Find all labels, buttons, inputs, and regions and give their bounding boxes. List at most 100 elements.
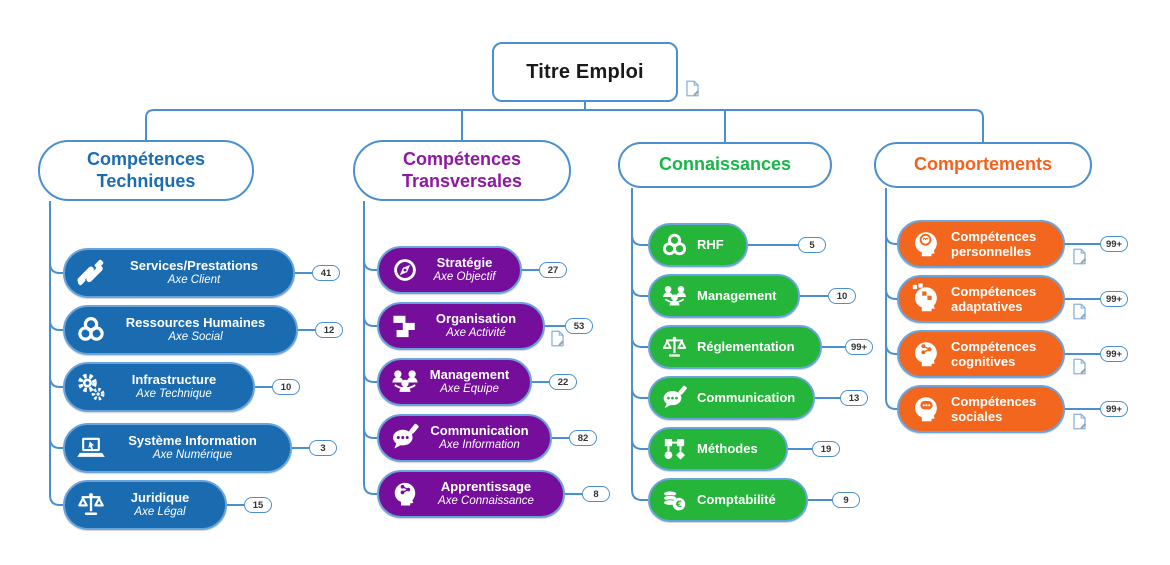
branch-competences-transversales[interactable]: Compétences Transversales <box>353 140 571 201</box>
count-badge-communication-transversale[interactable]: 82 <box>569 430 597 446</box>
branch-label: Compétences Techniques <box>86 149 206 191</box>
count-badge-juridique[interactable]: 15 <box>244 497 272 513</box>
node-title: Ressources Humaines <box>125 315 266 331</box>
head-share-icon <box>389 478 421 510</box>
node-title: Compétences adaptatives <box>951 283 1037 314</box>
node-text: Réglementation <box>689 339 808 354</box>
node-text: Ressources Humaines Axe Social <box>107 315 284 344</box>
node-text: Services/Prestations Axe Client <box>107 258 281 287</box>
node-title: Stratégie <box>436 255 493 271</box>
node-text: Management Axe Equipe <box>421 367 518 396</box>
branch-connaissances[interactable]: Connaissances <box>618 142 832 188</box>
count-badge-apprentissage[interactable]: 8 <box>582 486 610 502</box>
node-subtitle: Axe Technique <box>136 387 212 400</box>
node-juridique[interactable]: Juridique Axe Légal <box>63 480 227 530</box>
note-icon-competences-adaptatives[interactable] <box>1071 303 1088 320</box>
node-title: Réglementation <box>697 339 795 355</box>
count-badge-ressources-humaines[interactable]: 12 <box>315 322 343 338</box>
count-badge-competences-cognitives[interactable]: 99+ <box>1100 346 1128 362</box>
node-text: Compétences adaptatives <box>943 284 1051 315</box>
node-text: Juridique Axe Légal <box>107 490 213 519</box>
node-reglementation[interactable]: Réglementation <box>648 325 822 369</box>
count-badge-organisation[interactable]: 53 <box>565 318 593 334</box>
count-badge-competences-sociales[interactable]: 99+ <box>1100 401 1128 417</box>
count-badge-reglementation[interactable]: 99+ <box>845 339 873 355</box>
scales-icon <box>660 333 689 362</box>
node-infrastructure[interactable]: Infrastructure Axe Technique <box>63 362 255 412</box>
count-badge-methodes[interactable]: 19 <box>812 441 840 457</box>
node-organisation[interactable]: Organisation Axe Activité <box>377 302 545 350</box>
node-title: Juridique <box>130 490 190 506</box>
node-competences-sociales[interactable]: Compétences sociales <box>897 385 1065 433</box>
node-title: Compétences personnelles <box>951 228 1037 259</box>
node-subtitle: Axe Equipe <box>440 382 499 395</box>
node-text: Système Information Axe Numérique <box>107 433 278 462</box>
count-badge-strategie[interactable]: 27 <box>539 262 567 278</box>
node-management-transversal[interactable]: Management Axe Equipe <box>377 358 532 406</box>
count-badge-comptabilite[interactable]: 9 <box>832 492 860 508</box>
count-badge-rhf[interactable]: 5 <box>798 237 826 253</box>
root-node[interactable]: Titre Emploi <box>492 42 678 102</box>
count-badge-competences-adaptatives[interactable]: 99+ <box>1100 291 1128 307</box>
count-badge-infrastructure[interactable]: 10 <box>272 379 300 395</box>
count-badge-management-connaissance[interactable]: 10 <box>828 288 856 304</box>
laptop-icon <box>75 432 107 464</box>
node-apprentissage[interactable]: Apprentissage Axe Connaissance <box>377 470 565 518</box>
node-competences-personnelles[interactable]: Compétences personnelles <box>897 220 1065 268</box>
speech-pen-icon <box>660 384 689 413</box>
node-text: Compétences cognitives <box>943 339 1051 370</box>
node-subtitle: Axe Information <box>439 438 520 451</box>
node-title: Compétences sociales <box>951 393 1037 424</box>
team-icon <box>389 366 421 398</box>
node-systeme-information[interactable]: Système Information Axe Numérique <box>63 423 292 473</box>
note-icon-competences-personnelles[interactable] <box>1071 248 1088 265</box>
count-badge-management-transversal[interactable]: 22 <box>549 374 577 390</box>
node-text: Comptabilité <box>689 492 794 507</box>
node-methodes[interactable]: Méthodes <box>648 427 788 471</box>
org-boxes-icon <box>389 310 421 342</box>
node-management-connaissance[interactable]: Management <box>648 274 800 318</box>
node-text: Méthodes <box>689 441 774 456</box>
node-comptabilite[interactable]: Comptabilité <box>648 478 808 522</box>
gears-icon <box>75 371 107 403</box>
node-title: Compétences cognitives <box>951 338 1037 369</box>
branch-competences-techniques[interactable]: Compétences Techniques <box>38 140 254 201</box>
count-badge-services-prestations[interactable]: 41 <box>312 265 340 281</box>
speech-pen-icon <box>389 422 421 454</box>
note-icon-competences-cognitives[interactable] <box>1071 358 1088 375</box>
scales-icon <box>75 489 107 521</box>
node-strategie[interactable]: Stratégie Axe Objectif <box>377 246 522 294</box>
tri-circles-icon <box>660 231 689 260</box>
branch-comportements[interactable]: Comportements <box>874 142 1092 188</box>
count-badge-communication-connaissance[interactable]: 13 <box>840 390 868 406</box>
node-subtitle: Axe Légal <box>134 505 186 518</box>
node-communication-transversale[interactable]: Communication Axe Information <box>377 414 552 462</box>
flowchart-icon <box>660 435 689 464</box>
node-title: Système Information <box>128 433 257 449</box>
node-communication-connaissance[interactable]: Communication <box>648 376 815 420</box>
node-title: Organisation <box>435 311 517 327</box>
node-rhf[interactable]: RHF <box>648 223 748 267</box>
node-subtitle: Axe Numérique <box>152 448 233 461</box>
node-competences-cognitives[interactable]: Compétences cognitives <box>897 330 1065 378</box>
note-icon-root[interactable] <box>684 80 701 97</box>
node-competences-adaptatives[interactable]: Compétences adaptatives <box>897 275 1065 323</box>
branch-label: Connaissances <box>658 154 792 175</box>
note-icon-organisation[interactable] <box>549 330 566 347</box>
node-title: Méthodes <box>697 441 758 457</box>
head-puzzle-icon <box>909 282 943 316</box>
node-text: Communication <box>689 390 801 405</box>
node-text: RHF <box>689 237 734 252</box>
node-subtitle: Axe Social <box>168 330 223 343</box>
node-title: Communication <box>430 423 529 439</box>
node-title: RHF <box>697 237 724 253</box>
tri-circles-icon <box>75 314 107 346</box>
node-services-prestations[interactable]: Services/Prestations Axe Client <box>63 248 295 298</box>
count-badge-competences-personnelles[interactable]: 99+ <box>1100 236 1128 252</box>
count-badge-systeme-information[interactable]: 3 <box>309 440 337 456</box>
note-icon-competences-sociales[interactable] <box>1071 413 1088 430</box>
node-title: Comptabilité <box>697 492 776 508</box>
node-ressources-humaines[interactable]: Ressources Humaines Axe Social <box>63 305 298 355</box>
node-text: Infrastructure Axe Technique <box>107 372 241 401</box>
